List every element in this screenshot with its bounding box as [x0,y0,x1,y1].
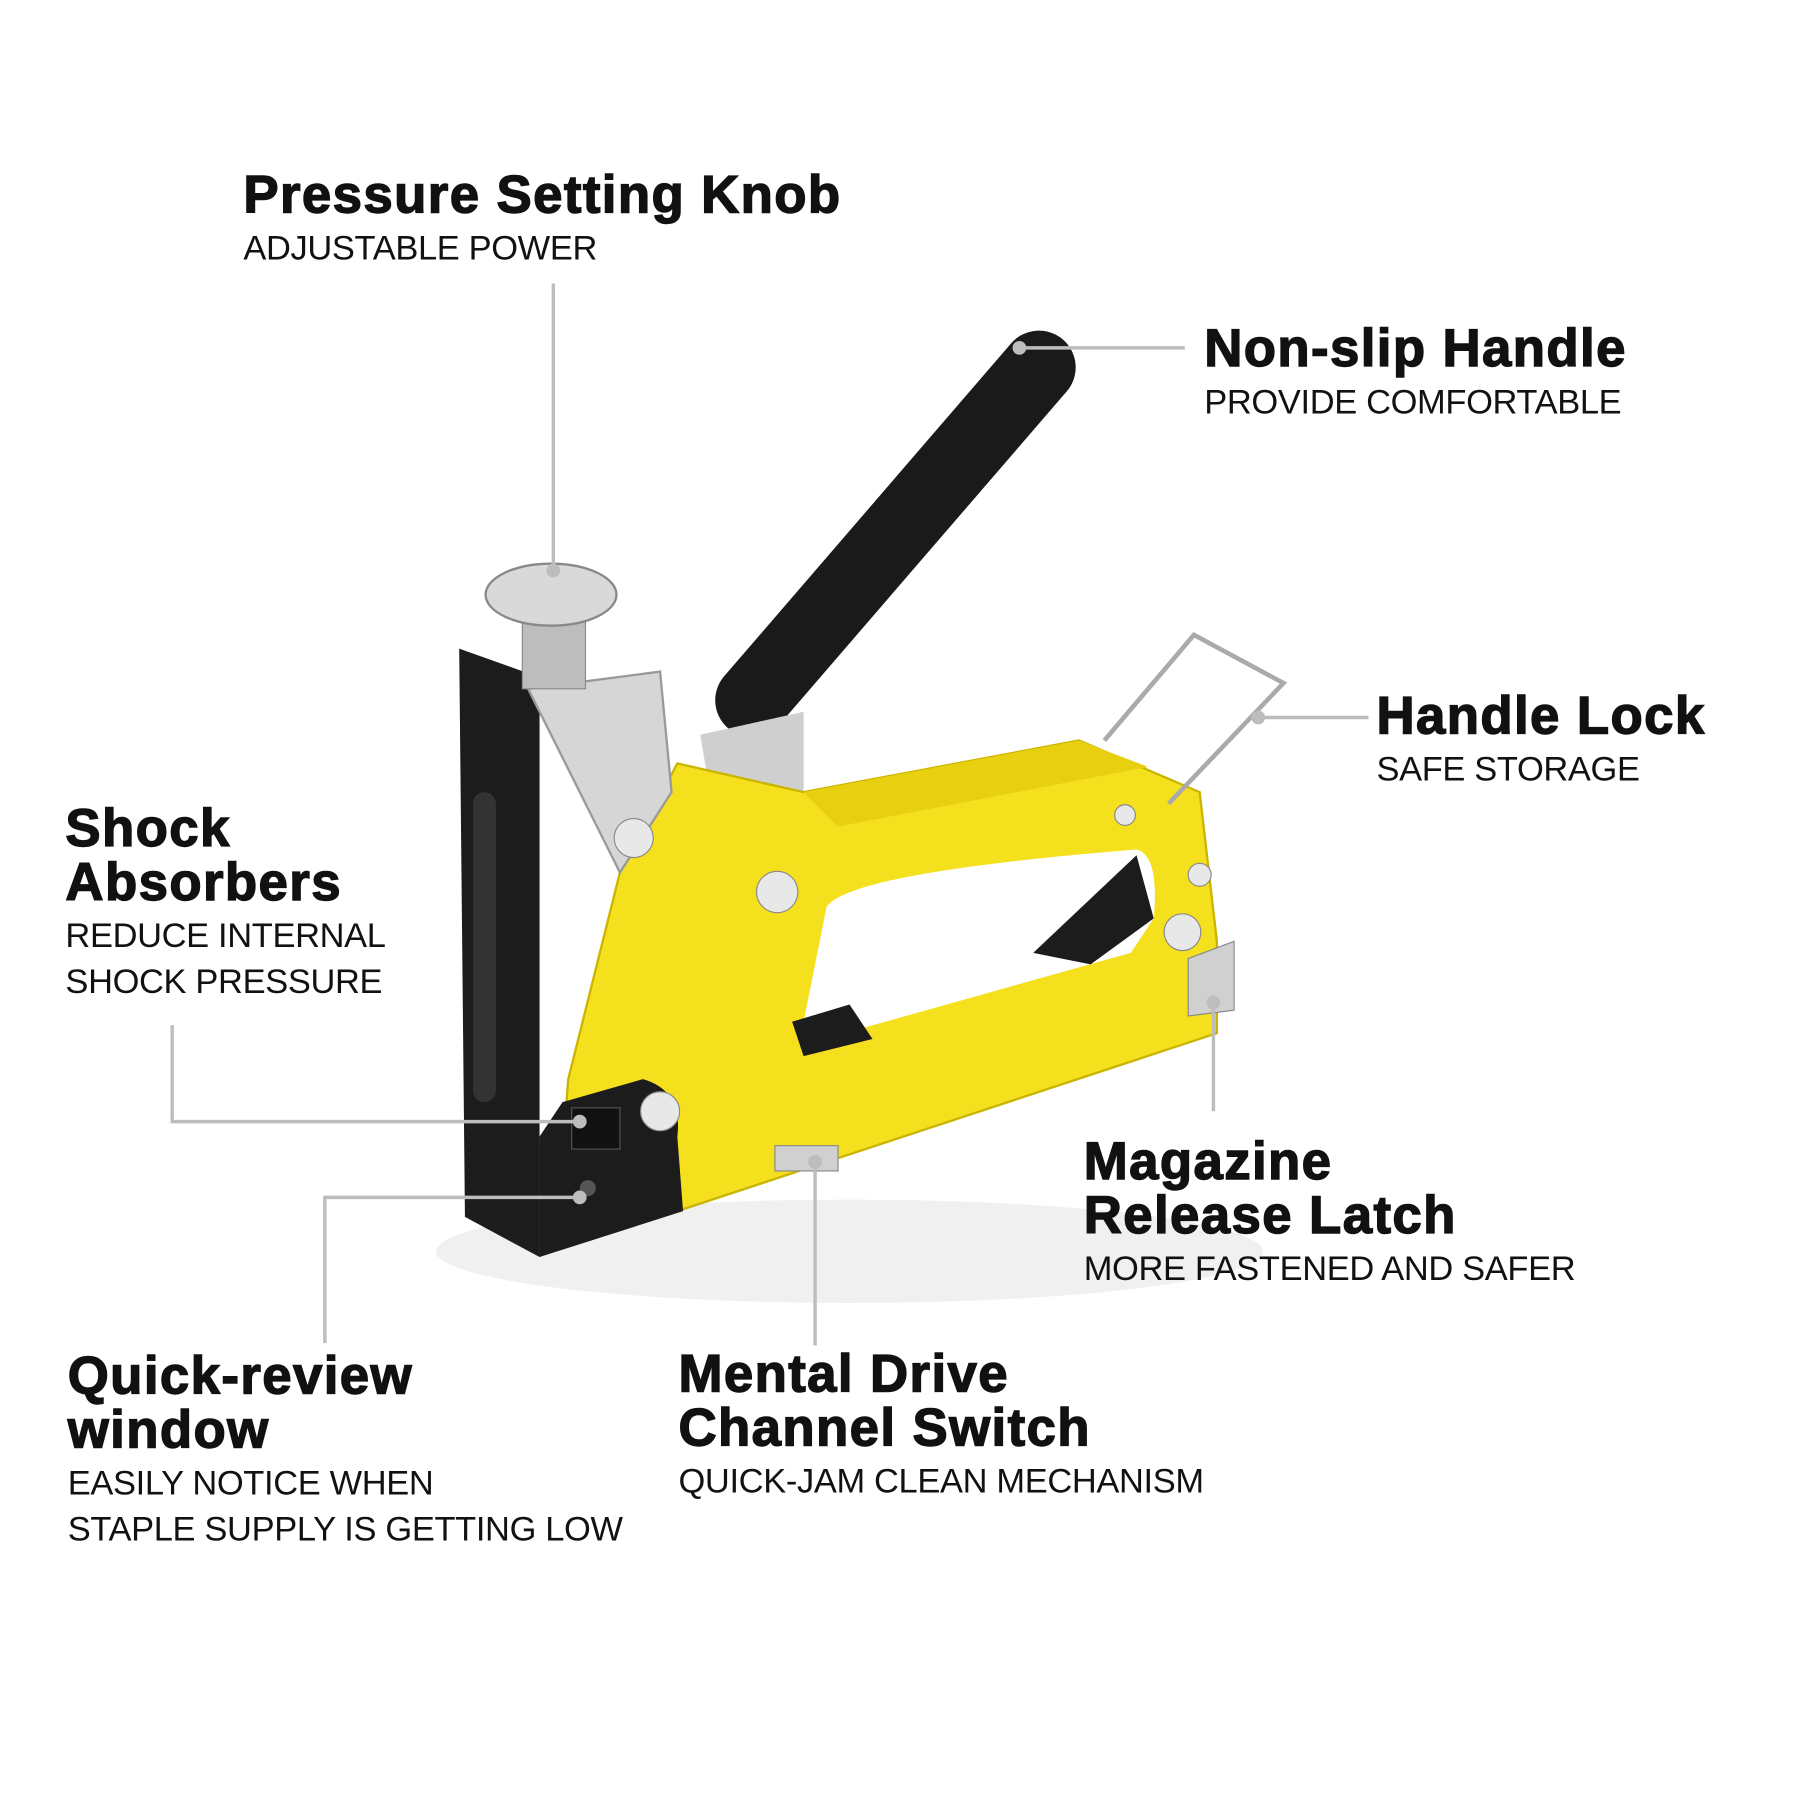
callout-pressure-knob: Pressure Setting Knob ADJUSTABLE POWER [243,164,842,272]
callout-title: Quick-review [67,1345,414,1406]
callout-subtitle: EASILY NOTICE WHEN [67,1464,434,1503]
callout-subtitle: PROVIDE COMFORTABLE [1204,383,1622,422]
rivet [1114,804,1136,826]
lower-grip [792,1004,873,1057]
rivet [755,870,799,914]
grip-handle [715,330,1076,738]
callout-non-slip-handle: Non-slip Handle PROVIDE COMFORTABLE [1204,317,1627,425]
body-top [803,740,1148,827]
callout-title: Non-slip Handle [1204,317,1627,378]
callout-title: Shock [65,797,231,858]
callout-title: Magazine [1083,1130,1333,1191]
leader-shock [170,1025,580,1124]
callout-title: Pressure Setting Knob [243,164,842,224]
rivet [1187,862,1212,887]
callout-subtitle: REDUCE INTERNAL [65,917,386,956]
rivet [640,1091,681,1132]
magazine-latch [1187,940,1235,1017]
inner-grip [1033,855,1154,965]
rivet [613,817,654,859]
callout-title: Channel Switch [678,1397,1091,1457]
callout-title: Absorbers [65,851,342,912]
callout-title: Release Latch [1083,1184,1457,1245]
callout-subtitle: STAPLE SUPPLY IS GETTING LOW [67,1510,623,1549]
callout-subtitle: ADJUSTABLE POWER [243,229,598,268]
callout-subtitle: SAFE STORAGE [1376,750,1640,789]
callout-handle-lock: Handle Lock SAFE STORAGE [1376,685,1706,793]
rivet [1163,913,1202,952]
pressure-knob [484,562,618,627]
leader-dots [546,340,1266,1205]
callout-title: window [67,1399,270,1460]
handle-hole [803,849,1155,1045]
callout-title: Handle Lock [1376,685,1706,746]
handle-lock-wire [1102,631,1288,806]
front-slot [472,792,496,1103]
callout-subtitle: SHOCK PRESSURE [65,963,383,1002]
leader-lines [170,283,1369,1346]
callout-title: Mental Drive [678,1343,1010,1403]
callout-subtitle: MORE FASTENED AND SAFER [1083,1250,1576,1289]
leader-window [323,1195,580,1344]
front-plate [459,648,540,1258]
callout-subtitle: QUICK-JAM CLEAN MECHANISM [678,1462,1204,1501]
shadow [436,1199,1263,1303]
drive-channel-switch [774,1145,839,1172]
quick-review-window [571,1107,621,1150]
